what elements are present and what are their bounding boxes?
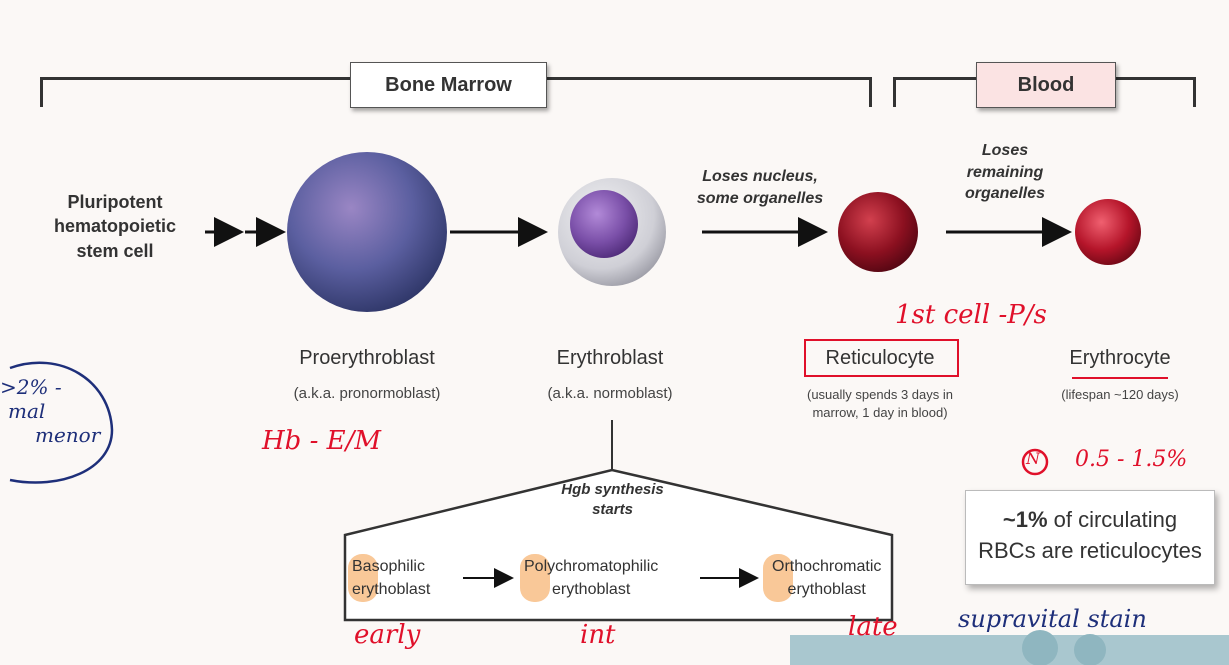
- basophilic-label: Basophilic erythoblast: [352, 555, 430, 601]
- margin-annotation: >2% - mal menor: [0, 375, 100, 447]
- erythroblast-nucleus: [570, 190, 638, 258]
- polychromatophilic-label: Polychromatophilic erythoblast: [524, 555, 658, 601]
- normal-n-annotation: N: [1026, 449, 1040, 468]
- hb-annotation: Hb - E/M: [262, 426, 381, 456]
- reticulocyte-cell: [838, 192, 918, 272]
- reticulocyte-label: Reticulocyte (usually spends 3 days in m…: [790, 345, 970, 421]
- early-annotation: early: [354, 620, 420, 650]
- int-annotation: int: [580, 620, 616, 650]
- supravital-annotation: supravital stain: [958, 605, 1147, 633]
- loses-remaining-label: Loses remaining organelles: [950, 140, 1060, 205]
- loses-nucleus-label: Loses nucleus, some organelles: [680, 166, 840, 209]
- normal-range-annotation: 0.5 - 1.5%: [1075, 447, 1187, 472]
- erythrocyte-label: Erythrocyte (lifespan ~120 days): [1040, 345, 1200, 404]
- hgb-synthesis-label: Hgb synthesis starts: [540, 480, 685, 521]
- first-cell-annotation: 1st cell -P/s: [895, 300, 1047, 330]
- reticulocyte-percentage-note: ~1% of circulating RBCs are reticulocyte…: [965, 490, 1215, 585]
- late-annotation: late: [848, 612, 898, 642]
- erythrocyte-cell: [1075, 199, 1141, 265]
- erythroblast-label: Erythroblast (a.k.a. normoblast): [510, 345, 710, 404]
- proerythroblast-label: Proerythroblast (a.k.a. pronormoblast): [257, 345, 477, 404]
- proerythroblast-cell: [287, 152, 447, 312]
- orthochromatic-label: Orthochromatic erythoblast: [772, 555, 881, 601]
